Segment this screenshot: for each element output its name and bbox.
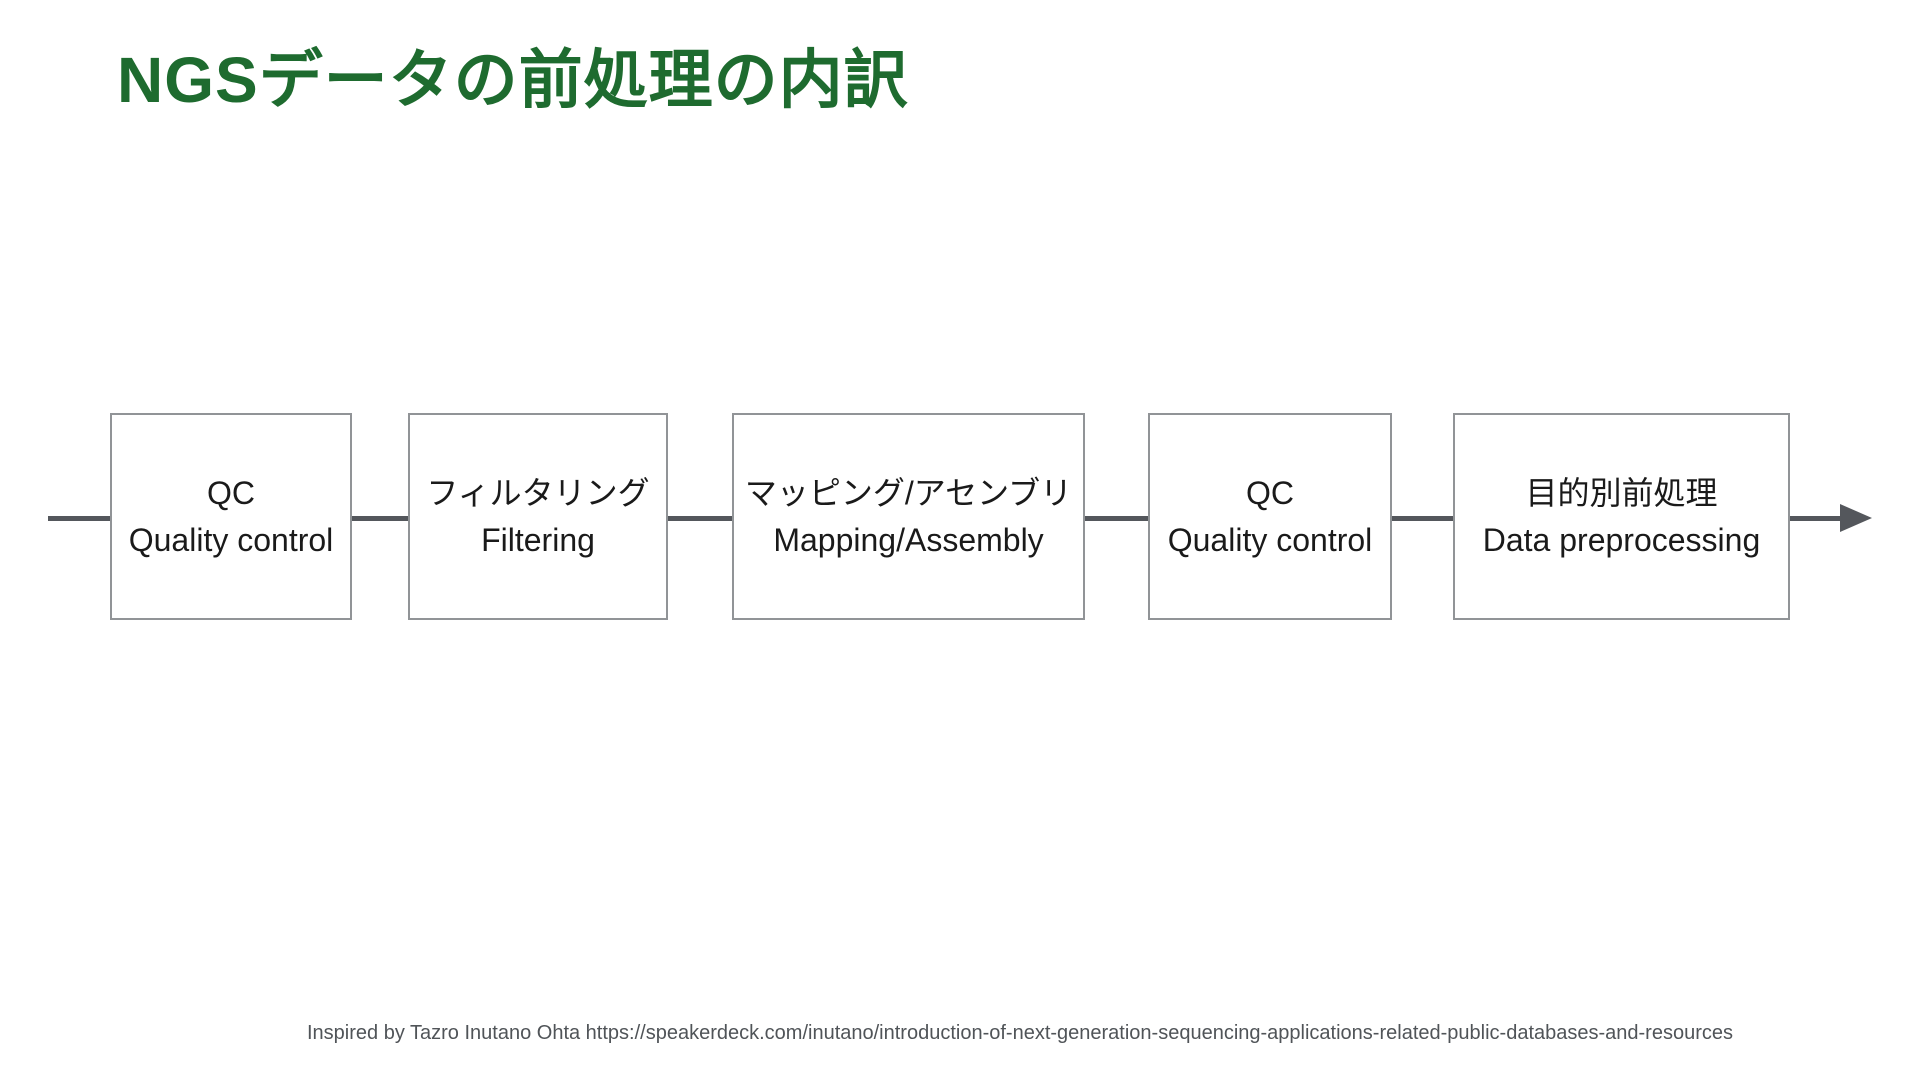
- flow-step-label-jp: QC: [1246, 475, 1294, 511]
- flow-step-label-jp: フィルタリング: [426, 475, 650, 511]
- page-title: NGSデータの前処理の内訳: [117, 44, 909, 116]
- flow-step-mapping-assembly: マッピング/アセンブリ Mapping/Assembly: [732, 413, 1085, 620]
- flow-step-label-en: Quality control: [128, 522, 334, 558]
- flow-step-label-en: Data preprocessing: [1482, 522, 1761, 558]
- flow-step-label-en: Filtering: [481, 522, 595, 558]
- flow-step-label-en: Mapping/Assembly: [773, 522, 1044, 558]
- flow-step-qc-1: QC Quality control: [110, 413, 352, 620]
- flow-step-qc-2: QC Quality control: [1148, 413, 1392, 620]
- flow-step-label-jp: QC: [207, 475, 255, 511]
- flow-step-label-en: Quality control: [1167, 522, 1373, 558]
- flow-step-label-jp: マッピング/アセンブリ: [744, 475, 1073, 511]
- arrow-right-icon: [1840, 504, 1872, 532]
- flow-step-label-jp: 目的別前処理: [1525, 475, 1718, 511]
- footer-credit: Inspired by Tazro Inutano Ohta https://s…: [306, 1022, 1733, 1044]
- flow-step-filtering: フィルタリング Filtering: [408, 413, 668, 620]
- flow-step-data-preprocessing: 目的別前処理 Data preprocessing: [1453, 413, 1790, 620]
